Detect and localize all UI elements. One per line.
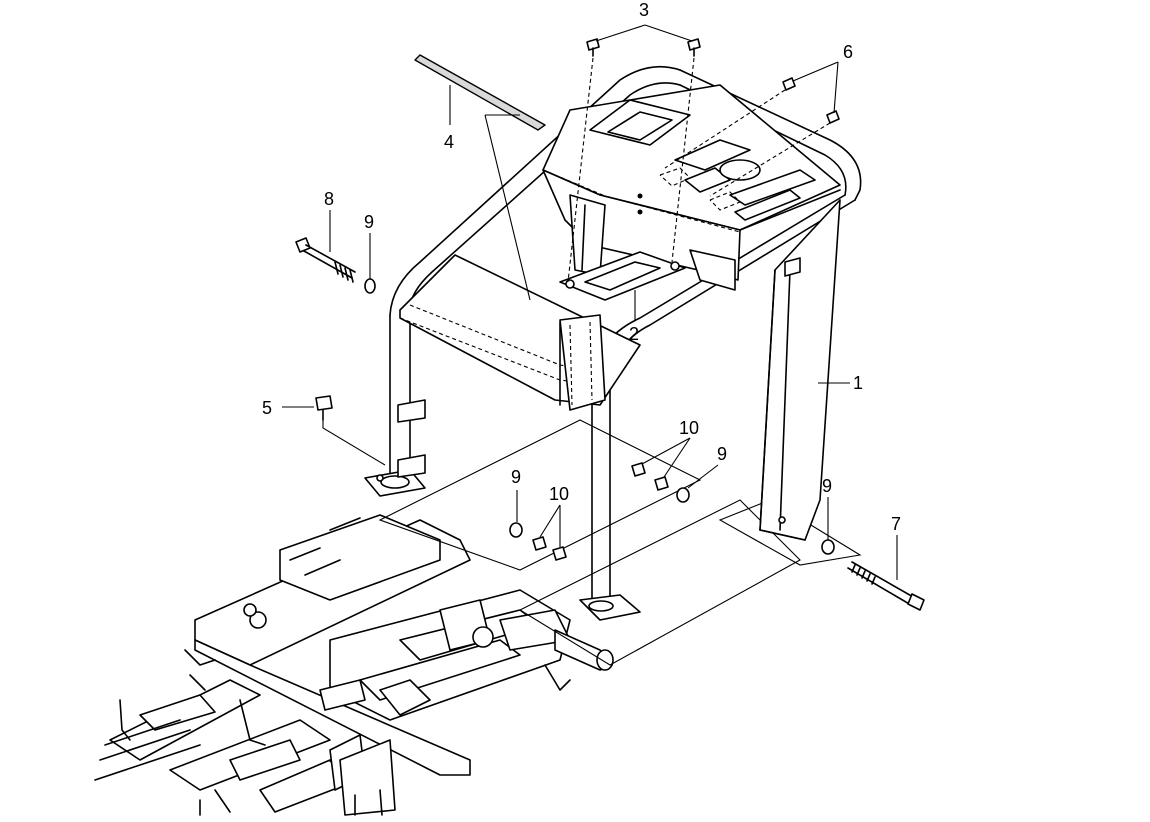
callout-9-upper: 9	[717, 444, 727, 464]
chassis-frame	[94, 514, 614, 816]
washer-9-left	[364, 278, 376, 294]
callout-10-upper: 10	[679, 418, 699, 438]
callout-4: 4	[444, 132, 454, 152]
callout-9-left: 9	[364, 212, 374, 232]
main-frame	[364, 65, 862, 621]
rubber-strip	[414, 54, 546, 131]
callout-10-center: 10	[549, 484, 569, 504]
screws-3	[567, 38, 701, 283]
bolt-5	[315, 395, 333, 421]
callout-9-right: 9	[822, 476, 832, 496]
top-console	[542, 84, 841, 291]
callout-6: 6	[843, 42, 853, 62]
callout-5: 5	[262, 398, 272, 418]
callout-1: 1	[853, 373, 863, 393]
leader-lines	[282, 24, 898, 580]
callout-3: 3	[639, 0, 649, 20]
callout-8: 8	[324, 189, 334, 209]
center-hardware	[509, 462, 690, 561]
screws-6	[664, 77, 840, 197]
washer-9-right	[821, 539, 835, 555]
callout-9-center: 9	[511, 467, 521, 487]
callout-7: 7	[891, 514, 901, 534]
callout-2: 2	[629, 324, 639, 344]
bolt-8	[295, 237, 356, 283]
floor-panels	[378, 419, 862, 666]
base-plate	[559, 251, 686, 301]
callout-labels: 3 6 4 8 9 2 1 5 10 9 9 10 9 7	[262, 0, 901, 534]
bolt-7	[847, 561, 925, 611]
